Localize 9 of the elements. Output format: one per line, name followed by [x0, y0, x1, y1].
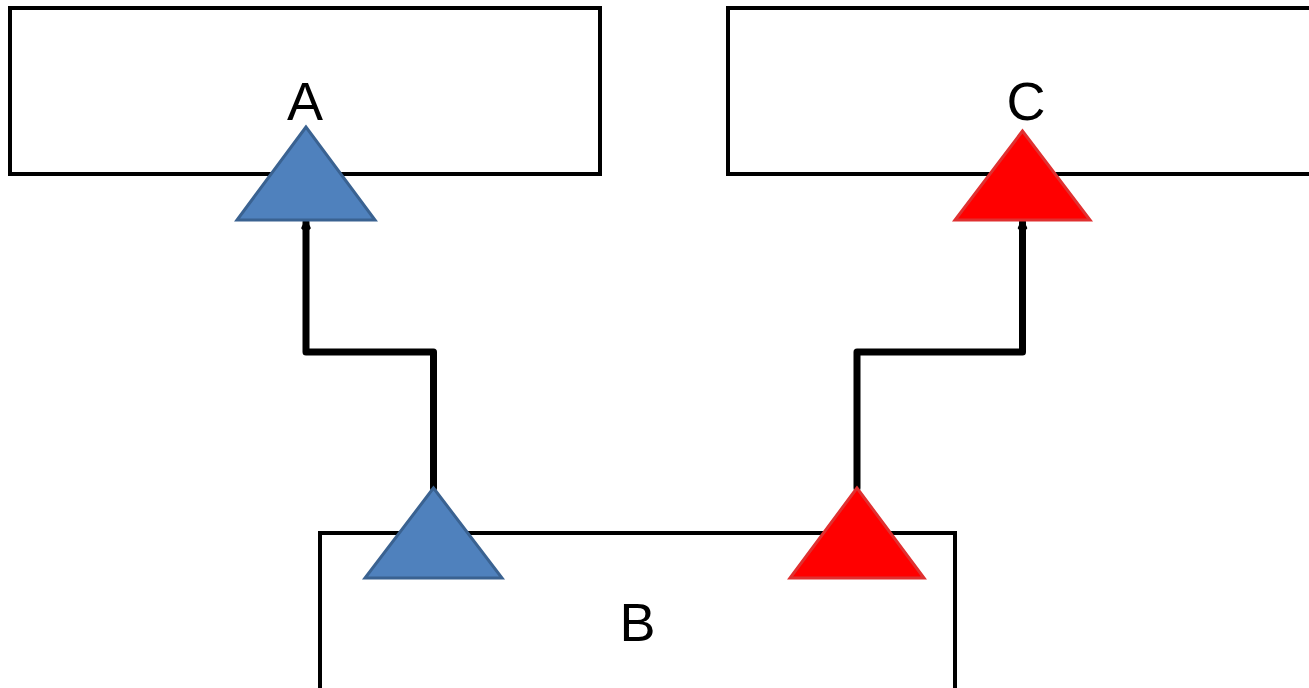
label-box	[8, 6, 602, 176]
triangle-shape	[790, 488, 924, 578]
box-label: C	[1006, 74, 1046, 128]
box-label: B	[619, 595, 656, 649]
label-box	[726, 6, 1309, 176]
triangle-shape	[955, 131, 1090, 220]
box-label: A	[287, 74, 323, 128]
triangle-shape	[237, 127, 375, 220]
triangle-shape	[365, 488, 502, 578]
